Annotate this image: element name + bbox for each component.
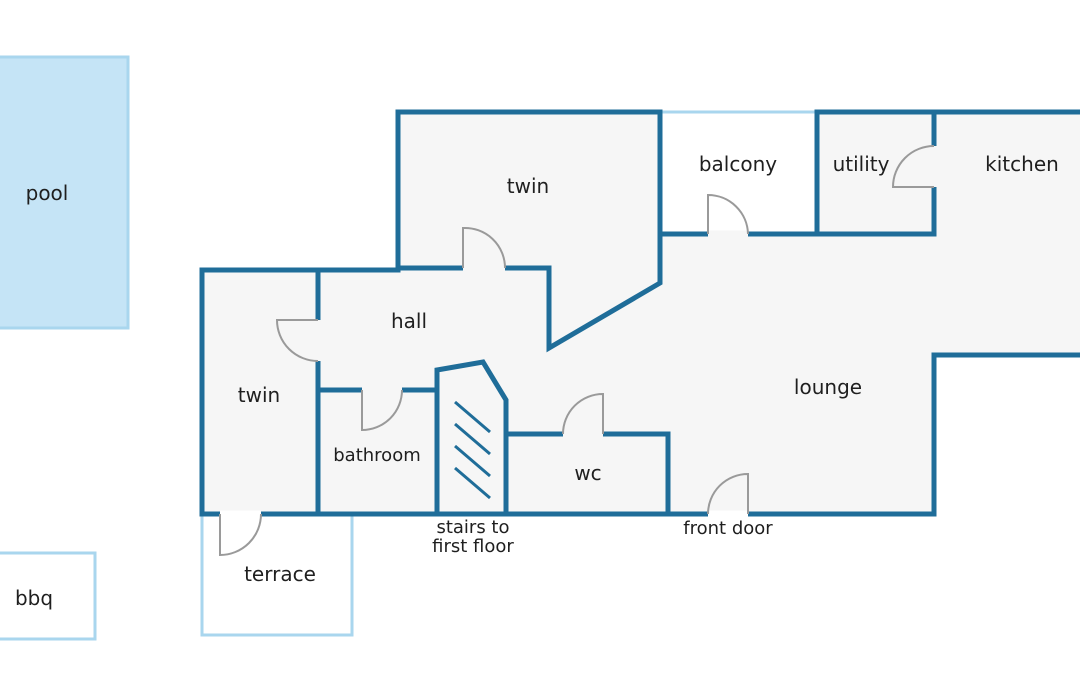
doors — [219, 145, 938, 557]
pool-area — [0, 55, 130, 330]
hall-label: hall — [391, 309, 427, 333]
balcony-label: balcony — [699, 152, 777, 176]
front-door-label: front door — [683, 518, 773, 539]
walls — [199, 109, 1080, 517]
wc-label: wc — [574, 461, 601, 485]
stairs-label-line1: stairs to — [436, 517, 509, 538]
stairs-label-line2: first floor — [432, 536, 514, 557]
floor-main — [202, 112, 1080, 514]
twin-left-label: twin — [238, 383, 280, 407]
kitchen-label: kitchen — [985, 152, 1059, 176]
bbq-label: bbq — [15, 586, 53, 610]
terrace-label: terrace — [244, 562, 316, 586]
pool-label: pool — [26, 181, 69, 205]
balcony-floor — [662, 114, 815, 232]
bathroom-label: bathroom — [333, 445, 421, 466]
twin-upper-label: twin — [507, 174, 549, 198]
stairs — [454, 400, 491, 500]
lounge-label: lounge — [794, 375, 862, 399]
bbq-area — [0, 551, 97, 641]
utility-label: utility — [833, 152, 890, 176]
